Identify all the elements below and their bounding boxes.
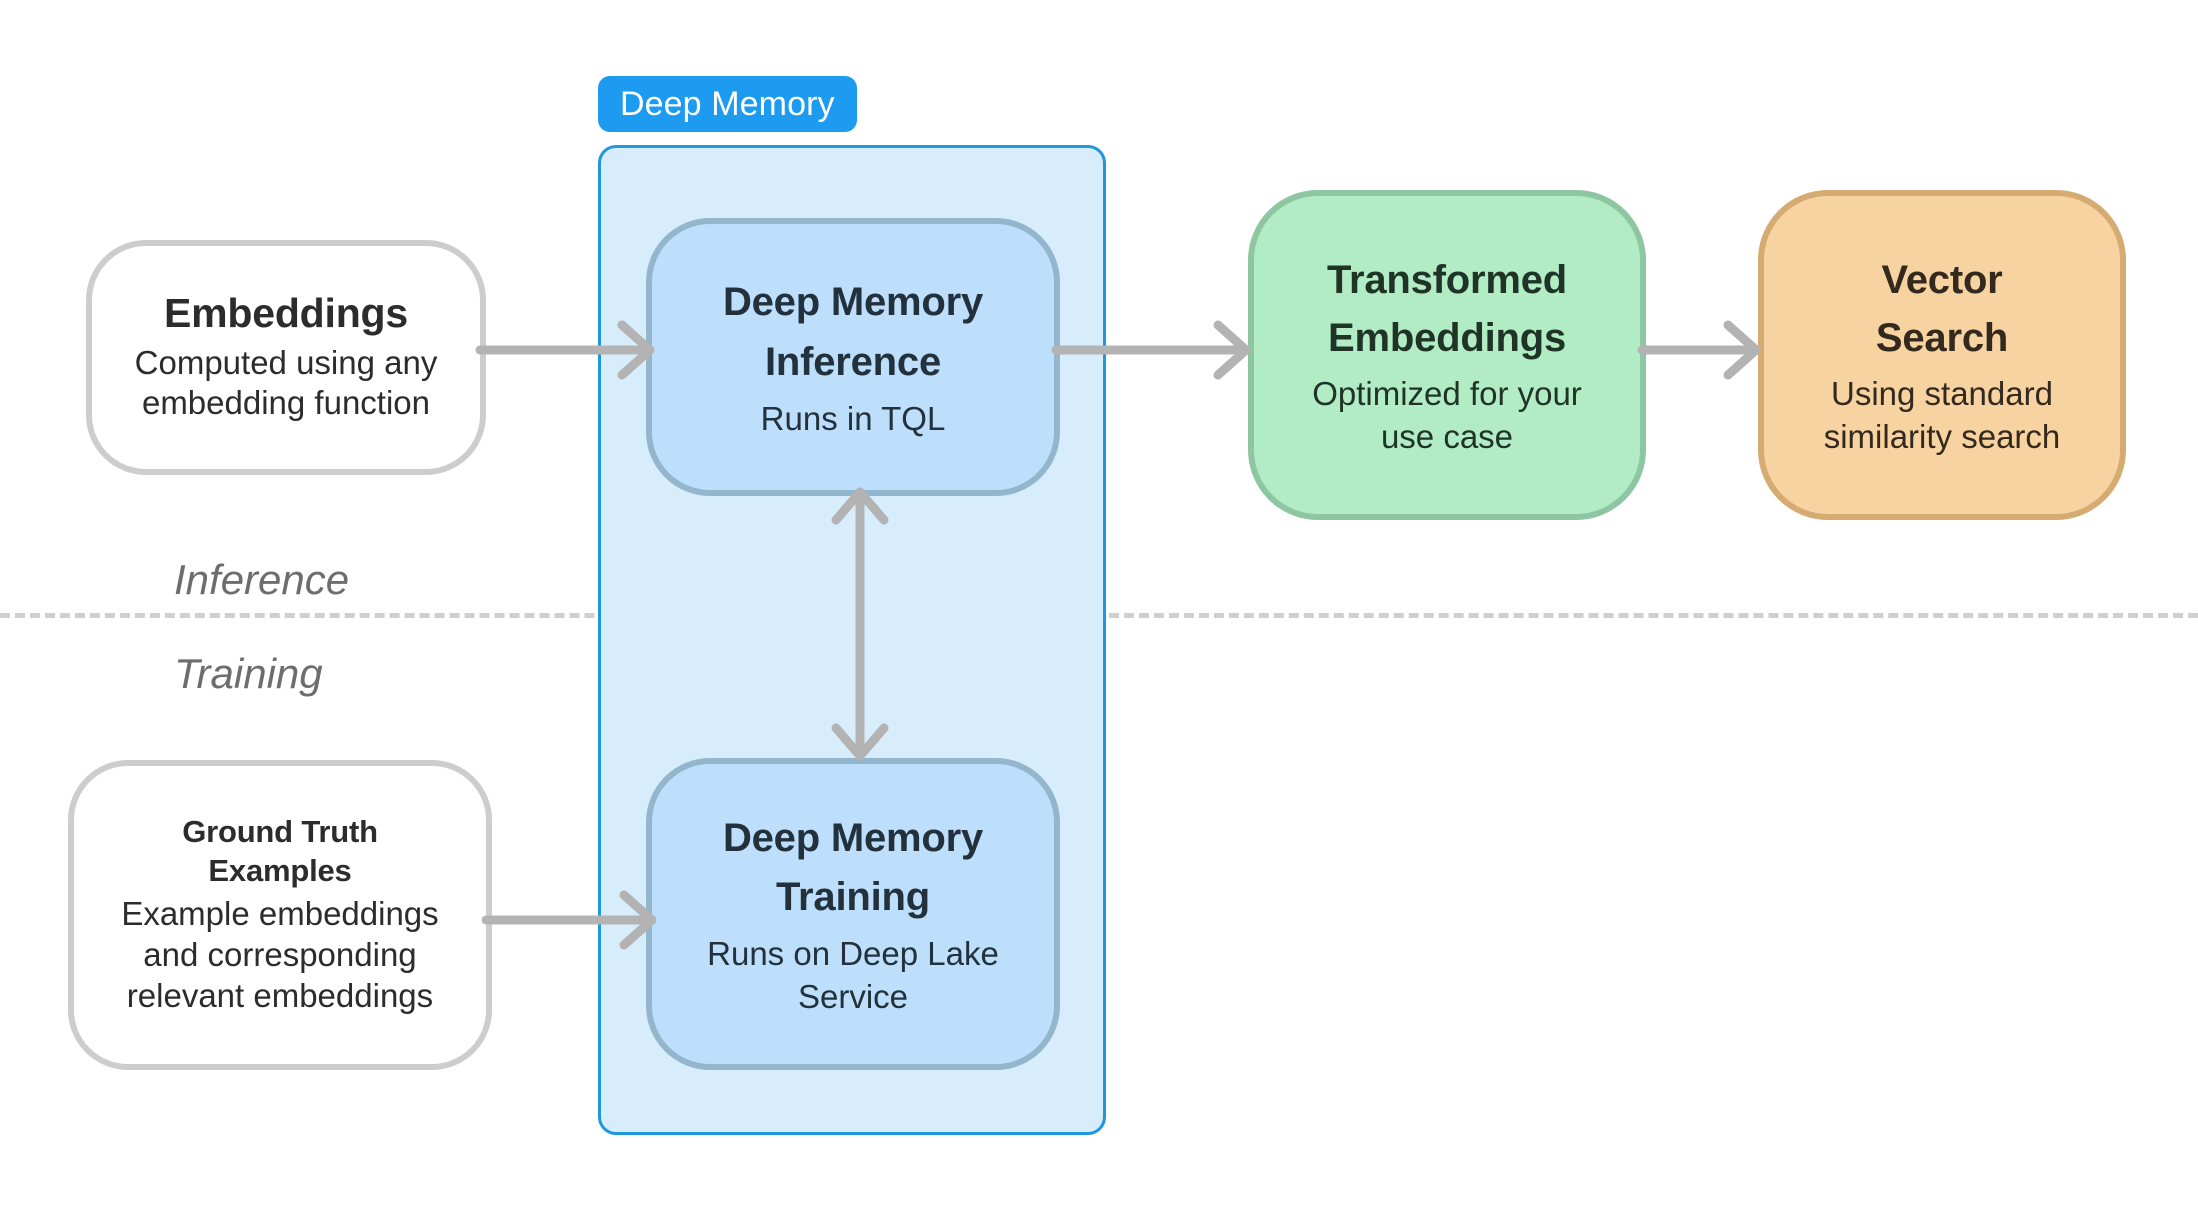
- node-ground-truth-subtitle: Example embeddings and corresponding rel…: [121, 894, 438, 1017]
- node-transformed-embeddings-title-line-2: Embeddings: [1327, 316, 1567, 361]
- node-transformed-embeddings-title: Transformed Embeddings: [1327, 251, 1567, 367]
- node-ground-truth-examples[interactable]: Ground Truth Examples Example embeddings…: [68, 760, 492, 1070]
- node-ground-truth-subtitle-line-2: and corresponding: [143, 935, 417, 973]
- stage-label-training: Training: [174, 650, 323, 697]
- node-ground-truth-title-line-2: Examples: [208, 852, 352, 888]
- node-vector-search-subtitle: Using standard similarity search: [1824, 373, 2061, 459]
- node-deep-memory-training-title: Deep Memory Training: [723, 809, 983, 927]
- node-deep-memory-inference-title: Deep Memory Inference: [723, 273, 983, 391]
- node-vector-search-title: Vector Search: [1876, 251, 2008, 367]
- node-transformed-embeddings-subtitle-line-1: Optimized for your: [1312, 375, 1582, 413]
- node-vector-search[interactable]: Vector Search Using standard similarity …: [1758, 190, 2126, 520]
- node-embeddings-title: Embeddings: [163, 289, 409, 336]
- node-embeddings-subtitle-line-2: embedding function: [141, 384, 431, 422]
- node-embeddings-subtitle: Computed using any embedding function: [135, 343, 438, 425]
- node-deep-memory-inference-subtitle: Runs in TQL: [760, 399, 946, 437]
- node-deep-memory-inference-title-line-2: Inference: [764, 339, 942, 384]
- node-ground-truth-title: Ground Truth Examples: [182, 813, 378, 890]
- arrow-transformed-to-vector-search: [1637, 320, 1761, 380]
- node-deep-memory-training-title-line-1: Deep Memory: [722, 815, 984, 860]
- node-transformed-embeddings-title-line-1: Transformed: [1326, 258, 1568, 303]
- node-transformed-embeddings-subtitle: Optimized for your use case: [1312, 373, 1582, 459]
- stage-label-inference: Inference: [174, 556, 350, 603]
- node-vector-search-subtitle-line-1: Using standard: [1831, 375, 2053, 413]
- node-deep-memory-training-title-line-2: Training: [776, 875, 930, 920]
- node-deep-memory-training-subtitle-line-1: Runs on Deep Lake: [707, 935, 999, 973]
- node-vector-search-subtitle-line-2: similarity search: [1823, 418, 2061, 455]
- node-deep-memory-training-subtitle: Runs on Deep Lake Service: [707, 933, 999, 1019]
- deep-memory-panel-tag: Deep Memory: [598, 76, 857, 132]
- node-ground-truth-subtitle-line-3: relevant embeddings: [126, 976, 434, 1014]
- node-deep-memory-training[interactable]: Deep Memory Training Runs on Deep Lake S…: [646, 758, 1060, 1070]
- node-transformed-embeddings-subtitle-line-2: use case: [1380, 418, 1514, 455]
- node-vector-search-title-line-2: Search: [1875, 316, 2009, 361]
- node-transformed-embeddings[interactable]: Transformed Embeddings Optimized for you…: [1248, 190, 1646, 520]
- node-deep-memory-inference-title-line-1: Deep Memory: [722, 280, 984, 325]
- node-deep-memory-training-subtitle-line-2: Service: [797, 978, 909, 1016]
- node-embeddings[interactable]: Embeddings Computed using any embedding …: [86, 240, 486, 475]
- node-vector-search-title-line-1: Vector: [1881, 258, 2003, 303]
- node-deep-memory-inference[interactable]: Deep Memory Inference Runs in TQL: [646, 218, 1060, 496]
- node-ground-truth-title-line-1: Ground Truth: [182, 814, 378, 850]
- node-ground-truth-subtitle-line-1: Example embeddings: [121, 895, 439, 933]
- node-embeddings-subtitle-line-1: Computed using any: [134, 343, 438, 381]
